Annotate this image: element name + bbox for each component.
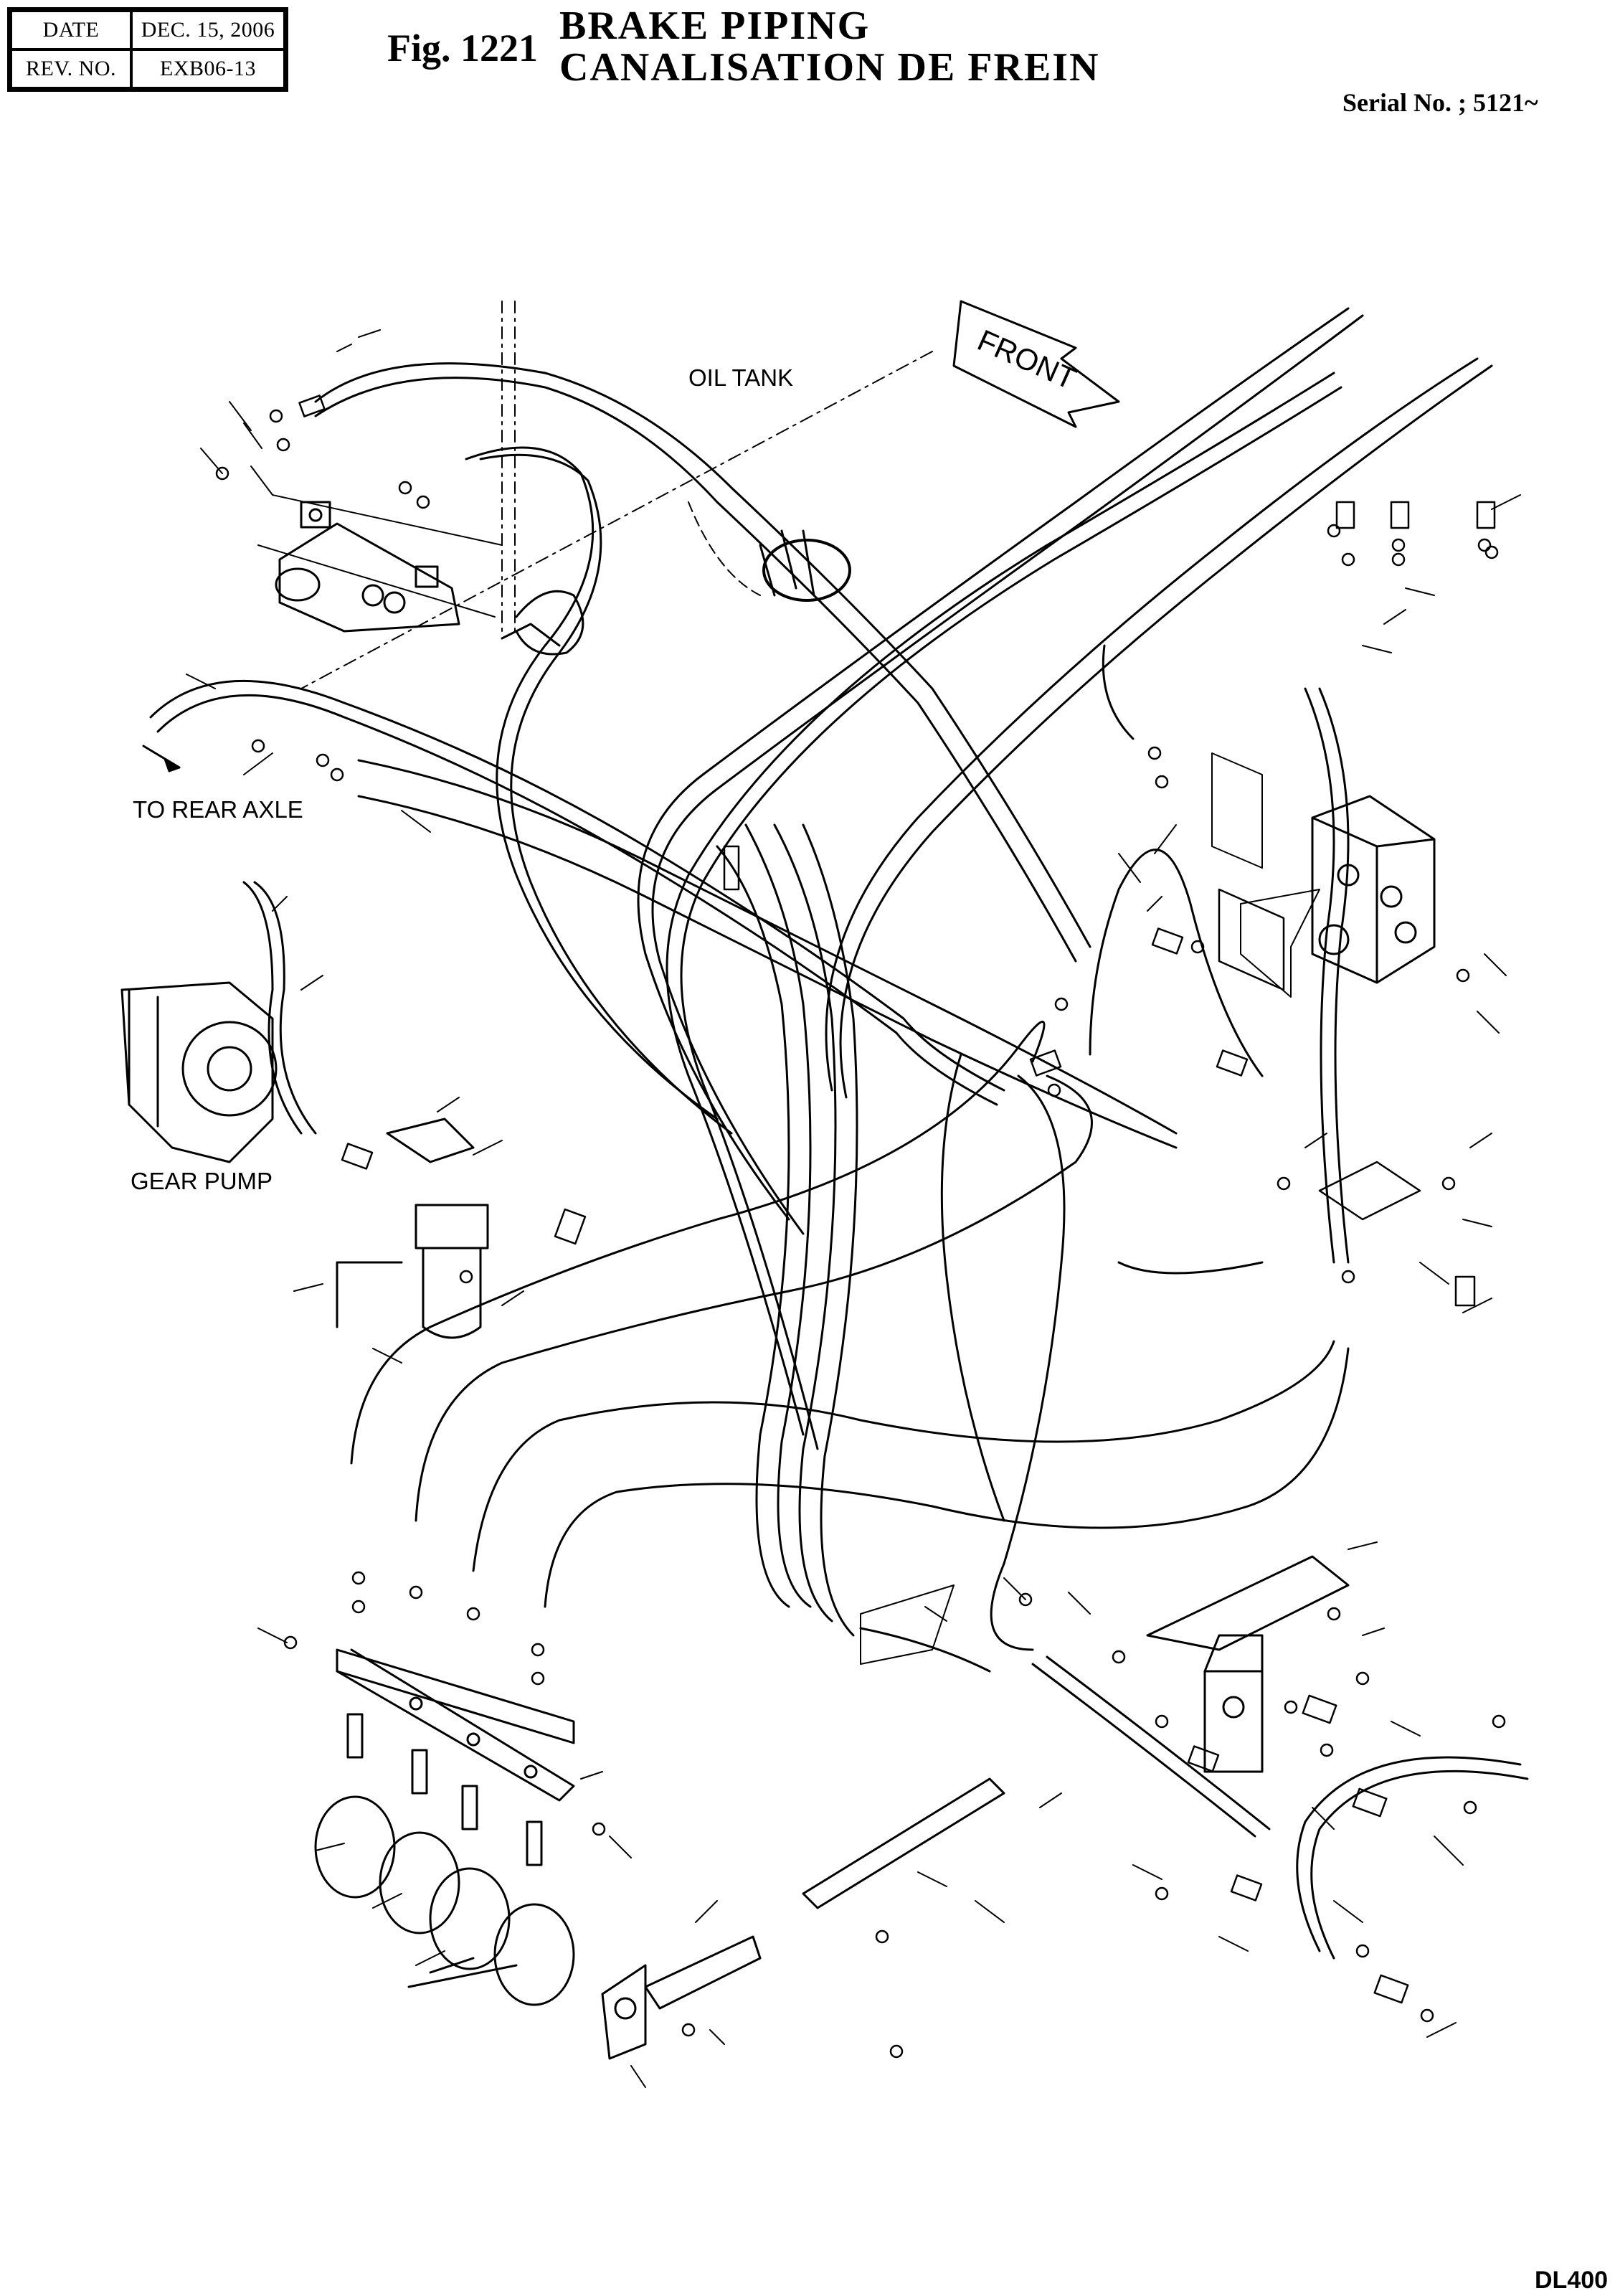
right-valve-block bbox=[1240, 795, 1436, 998]
fittings bbox=[215, 395, 1506, 2059]
pedal-cylinder bbox=[601, 1777, 1005, 2060]
hoses bbox=[149, 307, 1529, 1960]
rev-value: EXB06-13 bbox=[131, 49, 285, 88]
date-value: DEC. 15, 2006 bbox=[131, 11, 285, 49]
rear-axle-label: TO REAR AXLE bbox=[133, 796, 303, 823]
front-label: FRONT bbox=[972, 323, 1081, 396]
gear-pump bbox=[120, 981, 278, 1163]
title-french: CANALISATION DE FREIN bbox=[559, 45, 1100, 90]
brake-pedal-valve bbox=[860, 1555, 1350, 1773]
front-arrow: FRONT bbox=[952, 300, 1120, 428]
line-filter bbox=[336, 1118, 489, 1339]
model-code: DL400 bbox=[1535, 2267, 1609, 2294]
leader-lines bbox=[186, 329, 1521, 2088]
serial-number: Serial No. ; 5121~ bbox=[1342, 88, 1538, 117]
rev-label: REV. NO. bbox=[11, 49, 131, 88]
rear-axle-arrow bbox=[142, 745, 181, 773]
accumulators bbox=[314, 1713, 575, 2006]
title-english: BRAKE PIPING bbox=[559, 4, 871, 48]
oil-tank-label: OIL TANK bbox=[688, 364, 793, 391]
mounting-plates bbox=[1211, 752, 1421, 1221]
header-table: DATE DEC. 15, 2006 REV. NO. EXB06-13 bbox=[7, 7, 288, 92]
gear-pump-label: GEAR PUMP bbox=[131, 1168, 273, 1194]
brake-valve-block bbox=[275, 501, 460, 633]
date-label: DATE bbox=[11, 11, 131, 49]
figure-number: Fig. 1221 bbox=[387, 27, 538, 70]
accumulator-bracket bbox=[336, 1648, 575, 1802]
